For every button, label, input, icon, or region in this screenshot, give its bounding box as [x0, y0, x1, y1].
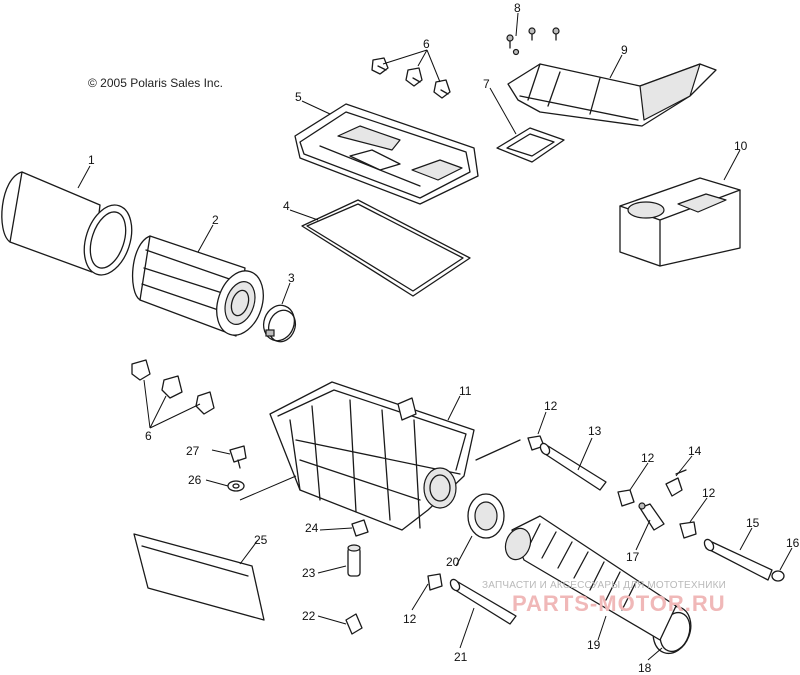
callout-21: 21 — [454, 650, 468, 664]
lid-seal-gasket-icon — [301, 199, 471, 297]
callout-25: 25 — [254, 533, 268, 547]
foam-block-icon — [619, 177, 741, 267]
callout-27: 27 — [186, 444, 200, 458]
hose-clamp-icon — [262, 304, 297, 343]
callout-4: 4 — [283, 199, 290, 213]
air-filter-element-icon — [131, 235, 264, 337]
callout-labels: 1 2 3 4 5 6 6 7 8 9 10 11 12 12 12 12 13… — [88, 1, 800, 675]
drain-tube-icon — [539, 442, 607, 491]
callout-13: 13 — [588, 424, 602, 438]
callout-5: 5 — [295, 90, 302, 104]
coupler-ring-icon — [467, 493, 505, 539]
watermark-brand: PARTS-MOTOR.RU — [512, 591, 726, 616]
callout-11: 11 — [459, 384, 472, 398]
callout-1: 1 — [88, 153, 95, 167]
copyright-notice: © 2005 Polaris Sales Inc. — [88, 76, 223, 90]
drain-tube-icon — [703, 538, 773, 581]
callout-10: 10 — [734, 139, 748, 153]
hose-clamp-small-icon — [427, 435, 697, 591]
clip-icon — [351, 519, 369, 537]
callout-22: 22 — [302, 609, 316, 623]
plate-icon — [133, 533, 265, 621]
drain-tube-icon — [449, 578, 517, 625]
callout-12-a: 12 — [544, 399, 558, 413]
clamp-icon — [665, 469, 687, 497]
callout-7: 7 — [483, 77, 490, 91]
callout-6-top: 6 — [423, 37, 430, 51]
callout-8: 8 — [514, 1, 521, 15]
watermark-caption: ЗАПЧАСТИ И АКСЕССУАРЫ ДЛЯ МОТОТЕХНИКИ — [482, 580, 727, 591]
callout-16: 16 — [786, 536, 800, 550]
intake-boot-icon — [504, 515, 677, 641]
callout-23: 23 — [302, 566, 316, 580]
callout-26: 26 — [188, 473, 202, 487]
washer-icon — [227, 480, 245, 492]
callout-18: 18 — [638, 661, 652, 675]
airbox-cover-icon — [294, 103, 479, 205]
leader-lines — [77, 12, 793, 661]
drain-plug-icon — [347, 544, 361, 577]
retaining-clip-icon — [371, 57, 451, 99]
callout-9: 9 — [621, 43, 628, 57]
callout-15: 15 — [746, 516, 760, 530]
callout-12-d: 12 — [403, 612, 417, 626]
callout-12-b: 12 — [641, 451, 655, 465]
callout-20: 20 — [446, 555, 460, 569]
clamp-icon — [345, 613, 363, 635]
callout-14: 14 — [688, 444, 702, 458]
intake-gasket-icon — [496, 127, 565, 163]
screw-icon — [506, 27, 560, 56]
callout-24: 24 — [305, 521, 319, 535]
callout-3: 3 — [288, 271, 295, 285]
check-valve-icon — [638, 502, 665, 531]
retaining-clip-icon — [131, 359, 215, 415]
outer-filter-sleeve-icon — [1, 171, 133, 276]
callout-6-bottom: 6 — [145, 429, 152, 443]
callout-2: 2 — [212, 213, 219, 227]
airbox-housing-icon — [269, 381, 521, 531]
intake-duct-icon — [507, 63, 717, 127]
callout-17: 17 — [626, 550, 640, 564]
callout-19: 19 — [587, 638, 601, 652]
bolt-icon — [229, 445, 247, 469]
callout-12-c: 12 — [702, 486, 716, 500]
clamp-ring-icon — [771, 570, 785, 582]
